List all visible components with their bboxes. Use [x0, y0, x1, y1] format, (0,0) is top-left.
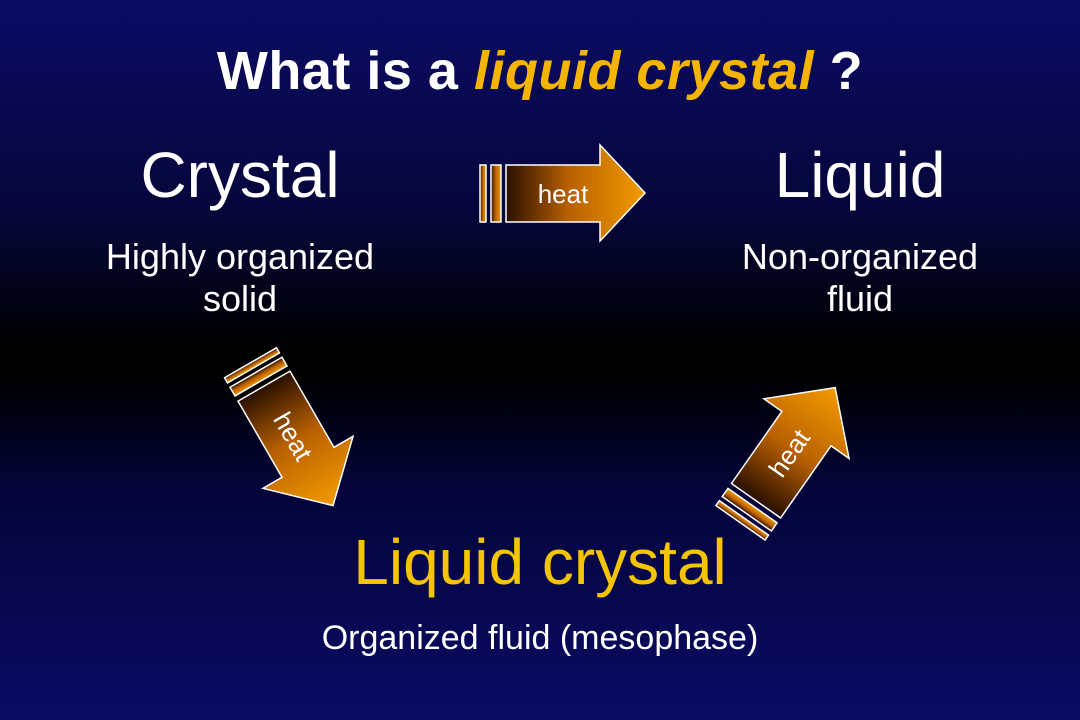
liquid-description: Non-organized fluid	[680, 236, 1040, 320]
title-prefix: What is a	[216, 41, 474, 101]
heat-arrow-left: heat	[223, 346, 355, 507]
liquid-crystal-heading: Liquid crystal	[353, 526, 727, 598]
heat-arrow-right: heat	[714, 386, 851, 542]
arrow-shape	[236, 370, 355, 507]
heat-label-top: heat	[538, 179, 589, 209]
liquid-heading: Liquid	[774, 139, 946, 211]
crystal-description: Highly organized solid	[50, 236, 430, 320]
arrow-stripes	[714, 487, 779, 542]
crystal-heading: Crystal	[140, 139, 340, 211]
liquid-description-line1: Non-organized	[741, 236, 979, 277]
liquid-description-line2: fluid	[826, 278, 894, 319]
arrow-stripes	[223, 346, 289, 397]
title-highlight: liquid crystal	[473, 41, 815, 101]
crystal-description-line2: solid	[202, 278, 278, 319]
arrow-shape	[505, 143, 647, 243]
slide-title: What is a liquid crystal ?	[0, 40, 1080, 102]
arrow-shape	[730, 386, 851, 519]
arrow-stripes	[479, 164, 502, 223]
heat-arrow-top: heat	[479, 143, 647, 243]
title-suffix: ?	[814, 41, 864, 101]
crystal-description-line1: Highly organized	[105, 236, 375, 277]
liquid-crystal-description: Organized fluid (mesophase)	[321, 619, 759, 657]
